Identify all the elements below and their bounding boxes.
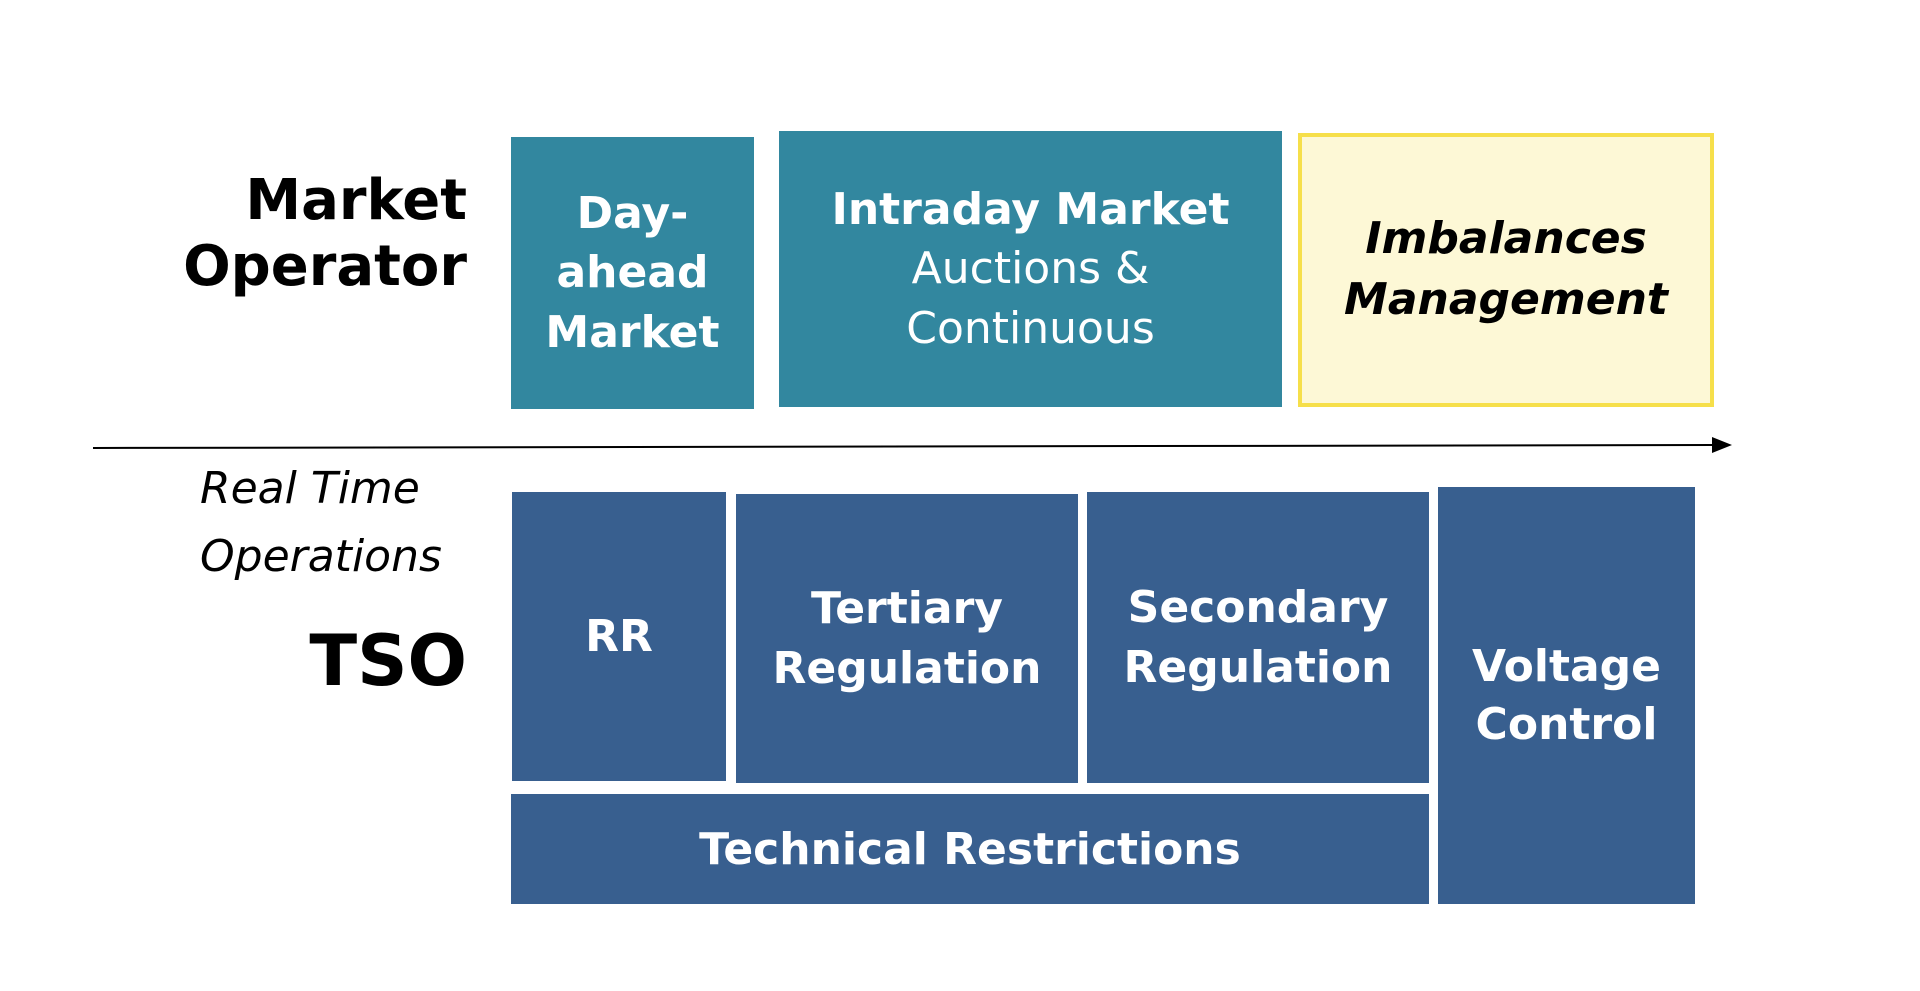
real-time-operations-label: Real Time Operations [200, 455, 442, 591]
real-time-line1: Real Time [200, 463, 420, 514]
timeline-arrow-head [1712, 437, 1732, 453]
intraday-market-box: Intraday Market Auctions & Continuous [779, 131, 1282, 407]
real-time-line2: Operations [200, 531, 442, 583]
imbalances-line1: Imbalances [1365, 213, 1647, 265]
technical-restrictions-label: Technical Restrictions [699, 823, 1241, 875]
imbalances-management-box: Imbalances Management [1298, 133, 1714, 407]
tertiary-regulation-box: Tertiary Regulation [736, 494, 1078, 783]
imbalances-line2: Management [1344, 274, 1668, 325]
tertiary-line2: Regulation [772, 642, 1042, 694]
secondary-line1: Secondary [1127, 582, 1389, 634]
rr-label: RR [585, 611, 653, 662]
market-operator-label-line1: Market [245, 168, 467, 233]
market-operator-label-line2: Operator [183, 233, 467, 299]
voltage-line2: Control [1475, 698, 1658, 750]
voltage-line1: Voltage [1471, 641, 1662, 693]
market-operator-label: Market Operator [183, 168, 467, 299]
secondary-line2: Regulation [1123, 641, 1393, 693]
timeline-arrow-line [92, 444, 1713, 449]
day-ahead-line3: Market [545, 306, 720, 358]
rr-box: RR [512, 492, 726, 781]
intraday-auctions: Auctions & [911, 243, 1150, 295]
voltage-control-box: Voltage Control [1438, 487, 1695, 904]
day-ahead-line1: Day- [576, 187, 689, 239]
day-ahead-market-box: Day- ahead Market [511, 137, 754, 409]
day-ahead-line2: ahead [556, 247, 709, 299]
secondary-regulation-box: Secondary Regulation [1087, 492, 1429, 783]
tertiary-line1: Tertiary [811, 583, 1003, 635]
tso-label: TSO [309, 620, 467, 702]
intraday-continuous: Continuous [906, 302, 1155, 354]
technical-restrictions-box: Technical Restrictions [511, 794, 1429, 904]
intraday-title: Intraday Market [831, 183, 1230, 235]
